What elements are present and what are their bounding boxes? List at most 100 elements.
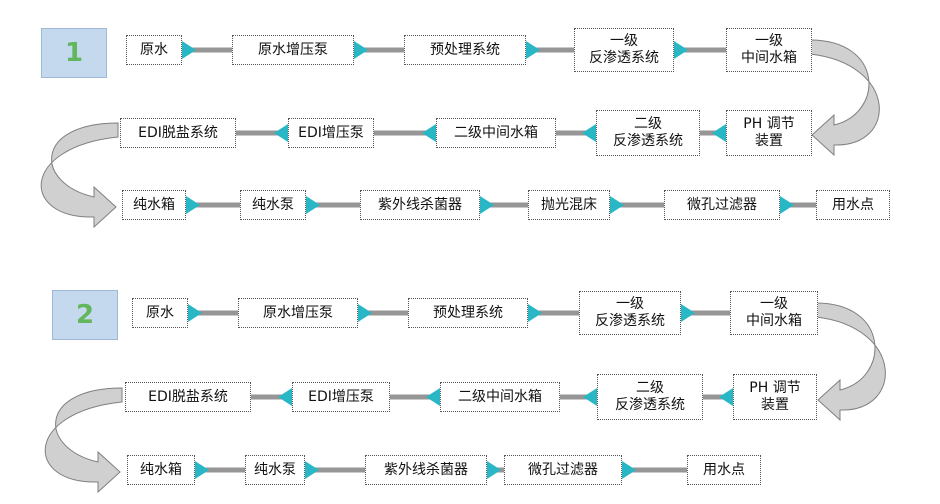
process-step-label: 二级	[636, 380, 664, 396]
arrow-right-icon	[526, 41, 540, 59]
process-step-label: EDI增压泵	[308, 388, 374, 405]
process-step-label: 紫外线杀菌器	[384, 461, 468, 478]
process-step-box: EDI脱盐系统	[120, 118, 236, 148]
connector-bar	[186, 202, 240, 208]
process-step-box: 抛光混床	[528, 190, 610, 220]
process-step-label: 一级	[610, 33, 638, 49]
arrow-right-icon	[306, 196, 320, 214]
process-step-box: 纯水箱	[127, 455, 195, 485]
arrow-right-icon	[622, 461, 636, 479]
arrow-right-icon	[528, 304, 542, 322]
process-step-label: 微孔过滤器	[528, 461, 598, 478]
process-step-label: 二级中间水箱	[454, 124, 538, 141]
process-step-box: 一级反渗透系统	[579, 291, 681, 335]
arrow-left-icon	[426, 388, 440, 406]
process-step-label: 中间水箱	[741, 50, 797, 66]
process-step-label: 用水点	[703, 461, 745, 478]
connector-bar	[526, 47, 574, 53]
process-step-box: 纯水泵	[245, 455, 305, 485]
process-step-label: 装置	[755, 133, 783, 149]
connector-bar	[195, 467, 245, 473]
connector-bar	[560, 394, 597, 400]
connector-bar	[236, 130, 288, 136]
process-step-label: PH 调节	[749, 380, 801, 396]
process-step-box: 预处理系统	[408, 298, 528, 328]
connector-bar	[703, 394, 733, 400]
arrow-right-icon	[354, 41, 368, 59]
connector-bar	[556, 130, 596, 136]
arrow-right-icon	[674, 41, 688, 59]
process-step-label: 反渗透系统	[595, 313, 665, 329]
process-step-label: 中间水箱	[746, 313, 802, 329]
arrow-left-icon	[719, 388, 733, 406]
process-step-box: 微孔过滤器	[664, 190, 780, 220]
arrow-right-icon	[182, 41, 196, 59]
process-step-label: 一级	[755, 33, 783, 49]
curved-arrow-down-right	[40, 122, 119, 229]
connector-bar	[188, 310, 238, 316]
process-step-label: 抛光混床	[541, 196, 597, 213]
process-step-box: 一级反渗透系统	[574, 28, 674, 72]
process-step-label: 反渗透系统	[589, 50, 659, 66]
connector-bar	[305, 467, 365, 473]
process-step-label: 一级	[760, 296, 788, 312]
connector-bar	[306, 202, 360, 208]
connector-bar	[480, 202, 528, 208]
arrow-right-icon	[358, 304, 372, 322]
connector-bar	[390, 394, 440, 400]
process-step-box: 纯水泵	[240, 190, 306, 220]
process-step-label: PH 调节	[743, 116, 795, 132]
arrow-right-icon	[681, 304, 695, 322]
process-step-label: EDI增压泵	[298, 124, 364, 141]
process-step-box: 二级中间水箱	[440, 382, 560, 412]
arrow-right-icon	[487, 461, 501, 479]
diagram-number-badge: 2	[52, 290, 118, 340]
process-step-box: 紫外线杀菌器	[360, 190, 480, 220]
process-step-box: 紫外线杀菌器	[365, 455, 487, 485]
process-step-label: 纯水箱	[140, 461, 182, 478]
connector-bar	[358, 310, 408, 316]
process-step-label: 预处理系统	[433, 304, 503, 321]
process-step-box: 预处理系统	[404, 35, 526, 65]
process-step-label: 反渗透系统	[613, 133, 683, 149]
connector-bar	[622, 467, 687, 473]
process-step-box: 原水增压泵	[238, 298, 358, 328]
connector-bar	[674, 47, 726, 53]
process-step-box: PH 调节装置	[726, 110, 812, 156]
connector-bar	[182, 47, 232, 53]
process-step-label: 纯水箱	[133, 196, 175, 213]
process-step-box: 一级中间水箱	[730, 291, 818, 335]
process-step-label: EDI脱盐系统	[148, 388, 228, 405]
process-step-box: 原水增压泵	[232, 35, 354, 65]
process-step-box: 原水	[126, 35, 182, 65]
connector-bar	[354, 47, 404, 53]
arrow-right-icon	[305, 461, 319, 479]
process-step-label: EDI脱盐系统	[138, 124, 218, 141]
arrow-left-icon	[583, 388, 597, 406]
process-step-box: 微孔过滤器	[504, 455, 622, 485]
process-step-label: 紫外线杀菌器	[378, 196, 462, 213]
process-step-label: 原水	[140, 41, 168, 58]
arrow-right-icon	[186, 196, 200, 214]
process-step-label: 原水	[146, 304, 174, 321]
arrow-left-icon	[712, 124, 726, 142]
process-step-label: 反渗透系统	[615, 397, 685, 413]
process-step-label: 二级	[634, 116, 662, 132]
arrow-right-icon	[188, 304, 202, 322]
process-step-label: 微孔过滤器	[687, 196, 757, 213]
process-step-box: EDI脱盐系统	[125, 382, 251, 412]
connector-bar	[610, 202, 664, 208]
arrow-right-icon	[780, 196, 794, 214]
arrow-left-icon	[274, 124, 288, 142]
curved-arrow-down-left	[809, 39, 880, 157]
process-step-box: 原水	[132, 298, 188, 328]
process-step-label: 原水增压泵	[258, 41, 328, 58]
arrow-right-icon	[195, 461, 209, 479]
arrow-left-icon	[582, 124, 596, 142]
process-step-box: EDI增压泵	[288, 118, 374, 148]
arrow-right-icon	[480, 196, 494, 214]
arrow-left-icon	[278, 388, 292, 406]
connector-bar	[528, 310, 579, 316]
process-step-box: EDI增压泵	[292, 382, 390, 412]
